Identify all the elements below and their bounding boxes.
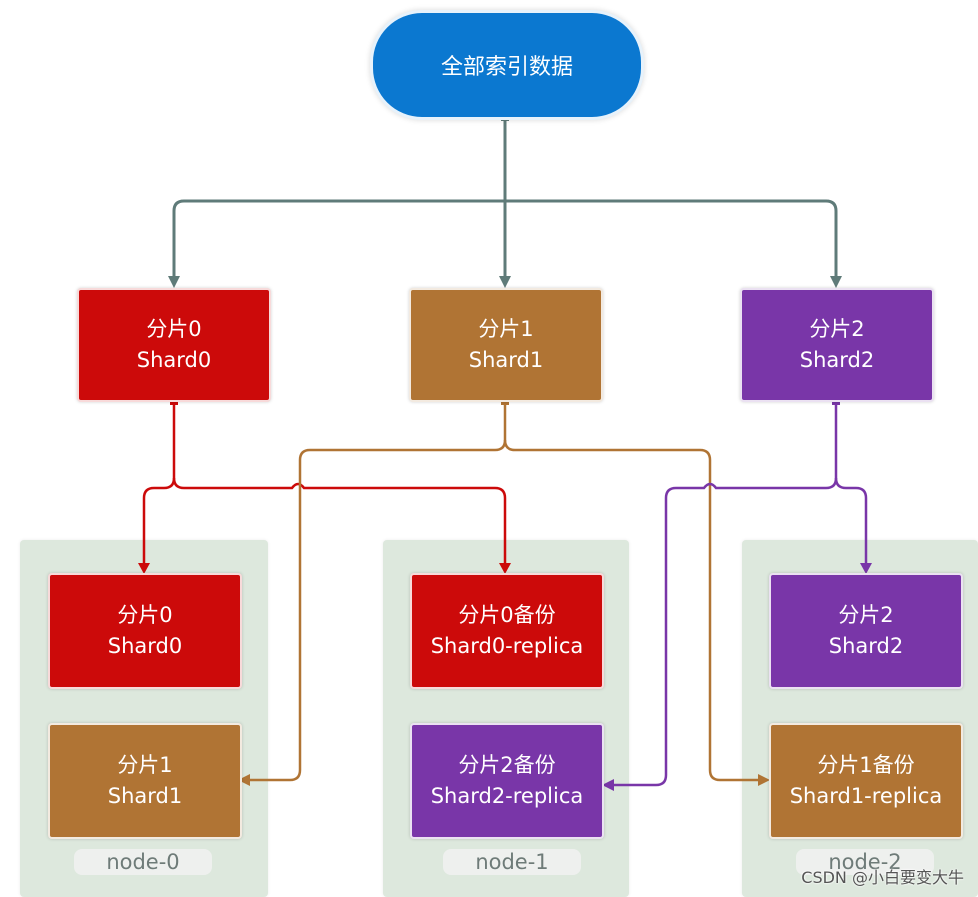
shard-1-box: 分片1 Shard1	[409, 288, 603, 402]
node-1-shard2-replica-box: 分片2备份 Shard2-replica	[410, 723, 604, 839]
node-1-label: node-1	[443, 849, 581, 875]
node-2-box-1-subtitle: Shard1-replica	[789, 784, 943, 808]
shard0-connector	[138, 397, 511, 574]
node-0-shard1-box: 分片1 Shard1	[48, 723, 242, 839]
shard-2-box: 分片2 Shard2	[740, 288, 934, 402]
shard-1-subtitle: Shard1	[468, 348, 544, 372]
shard-1-title: 分片1	[478, 317, 534, 341]
root-all-index-data: 全部索引数据	[370, 10, 644, 120]
shard-0-subtitle: Shard0	[136, 348, 212, 372]
node-2-box-1-title: 分片1备份	[817, 753, 915, 777]
watermark: CSDN @小白要变大牛	[801, 868, 964, 887]
node-0-box-0-subtitle: Shard0	[107, 634, 183, 658]
node-2-shard2-box: 分片2 Shard2	[769, 573, 963, 689]
shard-0-box: 分片0 Shard0	[77, 288, 271, 402]
shard-2-title: 分片2	[809, 317, 865, 341]
node-0-label: node-0	[74, 849, 212, 875]
node-1-box-1-title: 分片2备份	[458, 753, 556, 777]
node-1-box-0-title: 分片0备份	[458, 603, 556, 627]
node-0-box-1-subtitle: Shard1	[107, 784, 183, 808]
node-1-shard0-replica-box: 分片0备份 Shard0-replica	[410, 573, 604, 689]
shard-0-title: 分片0	[146, 317, 202, 341]
node-0-box-1-title: 分片1	[117, 753, 173, 777]
root-connector	[168, 113, 842, 288]
node-2-shard1-replica-box: 分片1备份 Shard1-replica	[769, 723, 963, 839]
node-0-box-0-title: 分片0	[117, 603, 173, 627]
node-1-box-1-subtitle: Shard2-replica	[430, 784, 584, 808]
node-2-box-0-subtitle: Shard2	[828, 634, 904, 658]
node-2-label: node-2	[796, 849, 934, 875]
node-0-shard0-box: 分片0 Shard0	[48, 573, 242, 689]
node-1-box-0-subtitle: Shard0-replica	[430, 634, 584, 658]
node-2-box-0-title: 分片2	[838, 603, 894, 627]
shard1-connector	[238, 397, 770, 786]
shard-2-subtitle: Shard2	[799, 348, 875, 372]
root-label: 全部索引数据	[440, 55, 573, 80]
